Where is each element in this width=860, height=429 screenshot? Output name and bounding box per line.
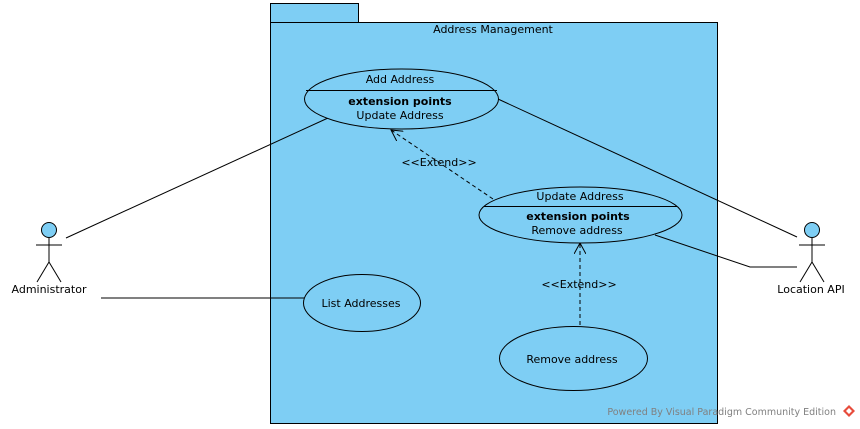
actor-administrator-right-leg [48,261,62,283]
associations [65,98,798,299]
use-case-update-address-name: Update Address [536,190,623,203]
actor-administrator-label: Administrator [12,283,87,296]
use-case-update-address[interactable]: Update Address extension points Remove a… [478,186,683,244]
actor-location-api-right-leg [811,261,825,283]
watermark-text: Powered By Visual Paradigm Community Edi… [607,407,836,418]
use-case-update-address-ext-point: Remove address [531,224,623,237]
actor-location-api-left-leg [799,261,813,283]
use-case-remove-address[interactable]: Remove address [499,326,648,391]
actor-administrator-left-leg [36,261,50,283]
use-case-update-address-ext-heading: extension points [526,210,630,223]
actor-location-api-label: Location API [777,283,844,296]
use-case-add-address-ext-point: Update Address [356,109,443,122]
use-case-add-address[interactable]: Add Address extension points Update Addr… [304,68,499,130]
association-location-api-add-address[interactable] [497,98,798,238]
actor-administrator[interactable] [36,222,62,283]
extend-label-1: <<Extend>> [401,156,476,169]
use-case-add-address-ext-heading: extension points [348,95,452,108]
use-case-list-addresses-shape [303,274,421,332]
association-location-api-update-address[interactable] [654,234,797,268]
actor-administrator-head [41,222,57,238]
visual-paradigm-logo-icon [843,405,855,417]
actor-location-api-head [804,222,820,238]
package-title: Address Management [433,23,553,36]
package-tab [270,3,359,23]
use-case-update-address-shape [478,186,683,244]
use-case-remove-address-name: Remove address [526,353,618,366]
use-case-list-addresses[interactable]: List Addresses [303,274,421,332]
actor-location-api[interactable] [799,222,825,283]
use-case-remove-address-shape [499,326,648,391]
use-case-list-addresses-name: List Addresses [321,297,400,310]
use-case-add-address-shape [304,68,499,130]
extend-label-2: <<Extend>> [541,278,616,291]
association-administrator-add-address[interactable] [65,117,329,239]
use-case-add-address-name: Add Address [366,73,435,86]
